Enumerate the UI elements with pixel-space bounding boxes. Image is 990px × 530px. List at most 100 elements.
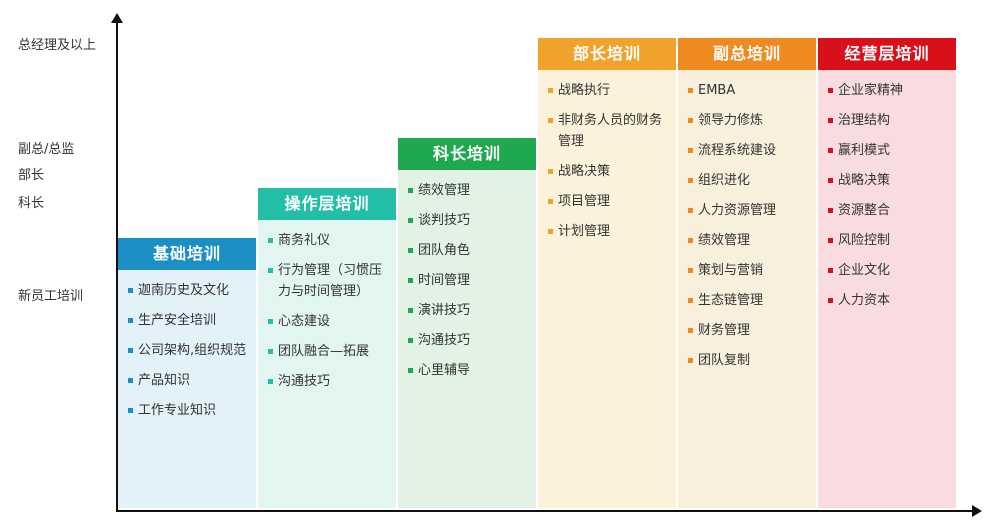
bullet-icon	[548, 169, 553, 174]
bullet-icon	[688, 238, 693, 243]
list-item: 资源整合	[828, 200, 952, 221]
item-text: 绩效管理	[418, 183, 471, 198]
column-title: 科长培训	[398, 138, 536, 170]
bullet-icon	[268, 268, 273, 273]
list-item: 商务礼仪	[268, 230, 392, 251]
list-item: 心态建设	[268, 311, 392, 332]
bullet-icon	[688, 298, 693, 303]
list-item: 沟通技巧	[268, 371, 392, 392]
item-text: 行为管理（习惯压力与时间管理）	[278, 263, 383, 299]
column-section-chief-training: 科长培训 绩效管理谈判技巧团队角色时间管理演讲技巧沟通技巧心里辅导	[398, 138, 536, 508]
list-item: 团队融合—拓展	[268, 341, 392, 362]
item-text: 企业家精神	[838, 83, 904, 98]
item-text: 演讲技巧	[418, 303, 471, 318]
item-text: 心里辅导	[418, 363, 471, 378]
bullet-icon	[408, 188, 413, 193]
item-text: 组织进化	[698, 173, 751, 188]
item-text: 战略决策	[838, 173, 891, 188]
bullet-icon	[828, 178, 833, 183]
bullet-icon	[828, 268, 833, 273]
column-department-head-training: 部长培训 战略执行非财务人员的财务管理战略决策项目管理计划管理	[538, 38, 676, 508]
bullet-icon	[548, 118, 553, 123]
column-body: 商务礼仪行为管理（习惯压力与时间管理） 心态建设团队融合—拓展沟通技巧	[258, 220, 396, 508]
item-list: 企业家精神治理结构赢利模式战略决策资源整合风险控制企业文化人力资本	[818, 70, 956, 311]
bullet-icon	[828, 118, 833, 123]
list-item: 领导力修炼	[688, 110, 812, 131]
bullet-icon	[268, 379, 273, 384]
bullet-icon	[268, 349, 273, 354]
item-text: 工作专业知识	[138, 403, 217, 418]
list-item: 流程系统建设	[688, 140, 812, 161]
bullet-icon	[268, 319, 273, 324]
item-text: 策划与营销	[698, 263, 764, 278]
column-title: 基础培训	[118, 238, 256, 270]
y-axis-arrow-icon	[111, 13, 123, 23]
bullet-icon	[828, 208, 833, 213]
item-text: 谈判技巧	[418, 213, 471, 228]
list-item: 时间管理	[408, 270, 532, 291]
level-label-section: 科长	[18, 196, 45, 211]
column-basic-training: 基础培训 迦南历史及文化生产安全培训公司架构,组织规范产品知识工作专业知识	[118, 238, 256, 508]
list-item: 组织进化	[688, 170, 812, 191]
y-axis	[116, 22, 118, 512]
bullet-icon	[408, 218, 413, 223]
list-item: 赢利模式	[828, 140, 952, 161]
item-list: 迦南历史及文化生产安全培训公司架构,组织规范产品知识工作专业知识	[118, 270, 256, 421]
list-item: 团队复制	[688, 350, 812, 371]
bullet-icon	[408, 368, 413, 373]
level-label-gm: 总经理及以上	[18, 38, 97, 53]
bullet-icon	[828, 298, 833, 303]
bullet-icon	[688, 178, 693, 183]
list-item: 风险控制	[828, 230, 952, 251]
list-item: 非财务人员的财务管理	[548, 110, 672, 152]
item-text: 商务礼仪	[278, 233, 331, 248]
item-text: 财务管理	[698, 323, 751, 338]
item-list: 商务礼仪行为管理（习惯压力与时间管理） 心态建设团队融合—拓展沟通技巧	[258, 220, 396, 392]
item-text: 战略执行	[558, 83, 611, 98]
level-label-new-staff: 新员工培训	[18, 289, 84, 304]
list-item: 生产安全培训	[128, 310, 252, 331]
x-axis-arrow-icon	[972, 505, 982, 517]
item-text: 战略决策	[558, 164, 611, 179]
column-title: 副总培训	[678, 38, 816, 70]
item-text: 团队复制	[698, 353, 751, 368]
item-text: 生产安全培训	[138, 313, 217, 328]
list-item: 项目管理	[548, 191, 672, 212]
bullet-icon	[408, 338, 413, 343]
bullet-icon	[548, 199, 553, 204]
item-text: 沟通技巧	[278, 374, 331, 389]
item-text: 公司架构,组织规范	[138, 343, 247, 358]
item-text: 非财务人员的财务管理	[558, 113, 663, 149]
list-item: 人力资本	[828, 290, 952, 311]
item-text: 项目管理	[558, 194, 611, 209]
item-text: 赢利模式	[838, 143, 891, 158]
bullet-icon	[688, 328, 693, 333]
list-item: 团队角色	[408, 240, 532, 261]
bullet-icon	[828, 88, 833, 93]
column-body: 战略执行非财务人员的财务管理战略决策项目管理计划管理	[538, 70, 676, 508]
level-label-dept: 部长	[18, 168, 45, 183]
bullet-icon	[128, 408, 133, 413]
item-list: 绩效管理谈判技巧团队角色时间管理演讲技巧沟通技巧心里辅导	[398, 170, 536, 381]
item-list: 战略执行非财务人员的财务管理战略决策项目管理计划管理	[538, 70, 676, 242]
column-title: 经营层培训	[818, 38, 956, 70]
list-item: 治理结构	[828, 110, 952, 131]
bullet-icon	[688, 148, 693, 153]
list-item: 行为管理（习惯压力与时间管理）	[268, 260, 392, 302]
item-text: 绩效管理	[698, 233, 751, 248]
item-text: 产品知识	[138, 373, 191, 388]
bullet-icon	[128, 348, 133, 353]
list-item: 工作专业知识	[128, 400, 252, 421]
list-item: 战略执行	[548, 80, 672, 101]
bullet-icon	[688, 358, 693, 363]
list-item: 演讲技巧	[408, 300, 532, 321]
list-item: 心里辅导	[408, 360, 532, 381]
item-text: 人力资本	[838, 293, 891, 308]
list-item: EMBA	[688, 80, 812, 101]
item-text: 风险控制	[838, 233, 891, 248]
item-text: 企业文化	[838, 263, 891, 278]
item-text: 团队融合—拓展	[278, 344, 370, 359]
bullet-icon	[408, 248, 413, 253]
